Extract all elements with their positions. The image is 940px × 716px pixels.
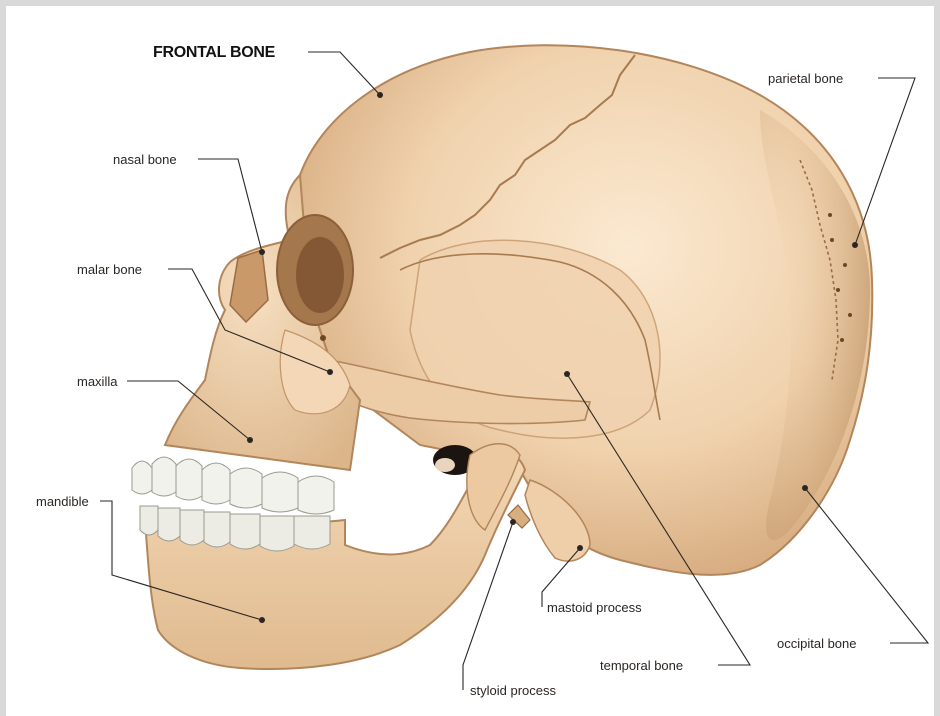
label-occipital-bone: occipital bone bbox=[777, 637, 857, 650]
upper-teeth bbox=[132, 457, 334, 514]
label-mandible: mandible bbox=[36, 495, 89, 508]
label-temporal-bone: temporal bone bbox=[600, 659, 683, 672]
leader-frontal-bone bbox=[308, 52, 380, 95]
label-mastoid-process: mastoid process bbox=[547, 601, 642, 614]
label-styloid-process: styloid process bbox=[470, 684, 556, 697]
ear-canal-highlight bbox=[435, 458, 455, 472]
label-parietal-bone: parietal bone bbox=[768, 72, 843, 85]
label-maxilla: maxilla bbox=[77, 375, 117, 388]
label-nasal-bone: nasal bone bbox=[113, 153, 177, 166]
orbit-inner bbox=[296, 237, 344, 313]
label-frontal-bone: FRONTAL BONE bbox=[153, 45, 275, 61]
styloid bbox=[508, 505, 530, 528]
infraorbital-foramen bbox=[320, 335, 326, 341]
leader-parietal-bone bbox=[855, 78, 915, 245]
label-malar-bone: malar bone bbox=[77, 263, 142, 276]
leader-occipital-bone bbox=[805, 488, 928, 643]
leader-nasal-bone bbox=[198, 159, 262, 252]
